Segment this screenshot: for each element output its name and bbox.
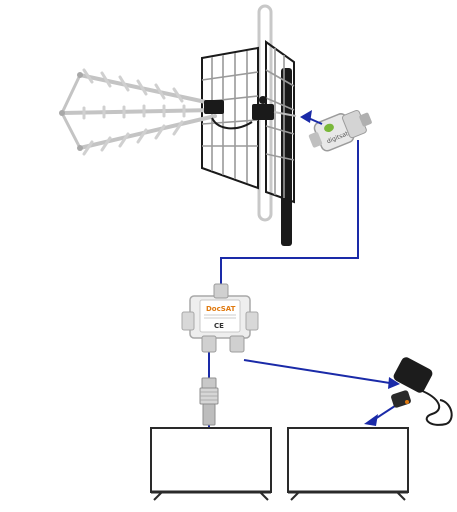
splitter-brand-label: DocSAT xyxy=(206,305,236,313)
power-adapter xyxy=(391,357,453,426)
grid-reflector-right xyxy=(265,40,295,204)
tv-left-stand xyxy=(153,491,163,501)
antenna-boom xyxy=(60,73,217,150)
tv-left-screen xyxy=(150,427,272,493)
cable-amplifier-to-splitter xyxy=(220,140,359,288)
signal-amplifier: digitsat xyxy=(308,109,372,152)
amplifier-logo-icon xyxy=(324,123,334,133)
splitter-label-plate xyxy=(199,299,241,333)
antenna-clamps xyxy=(204,96,274,120)
arrow-to-tv-right-icon xyxy=(364,414,378,426)
arrow-to-power-icon xyxy=(388,377,400,389)
power-adapter-cord xyxy=(419,389,453,426)
tv-right xyxy=(287,427,409,501)
cable-splitter-to-power xyxy=(243,359,397,385)
antenna xyxy=(59,4,297,246)
antenna-directors xyxy=(82,68,186,156)
f-connector-adapter xyxy=(199,377,219,426)
signal-splitter: DocSAT CE xyxy=(181,283,259,353)
tv-left xyxy=(150,427,272,501)
tv-right-stand xyxy=(290,491,300,501)
arrow-to-antenna-icon xyxy=(300,110,312,123)
splitter-ce-mark: CE xyxy=(214,322,224,330)
tv-right-screen xyxy=(287,427,409,493)
signal-arrows xyxy=(300,110,400,426)
